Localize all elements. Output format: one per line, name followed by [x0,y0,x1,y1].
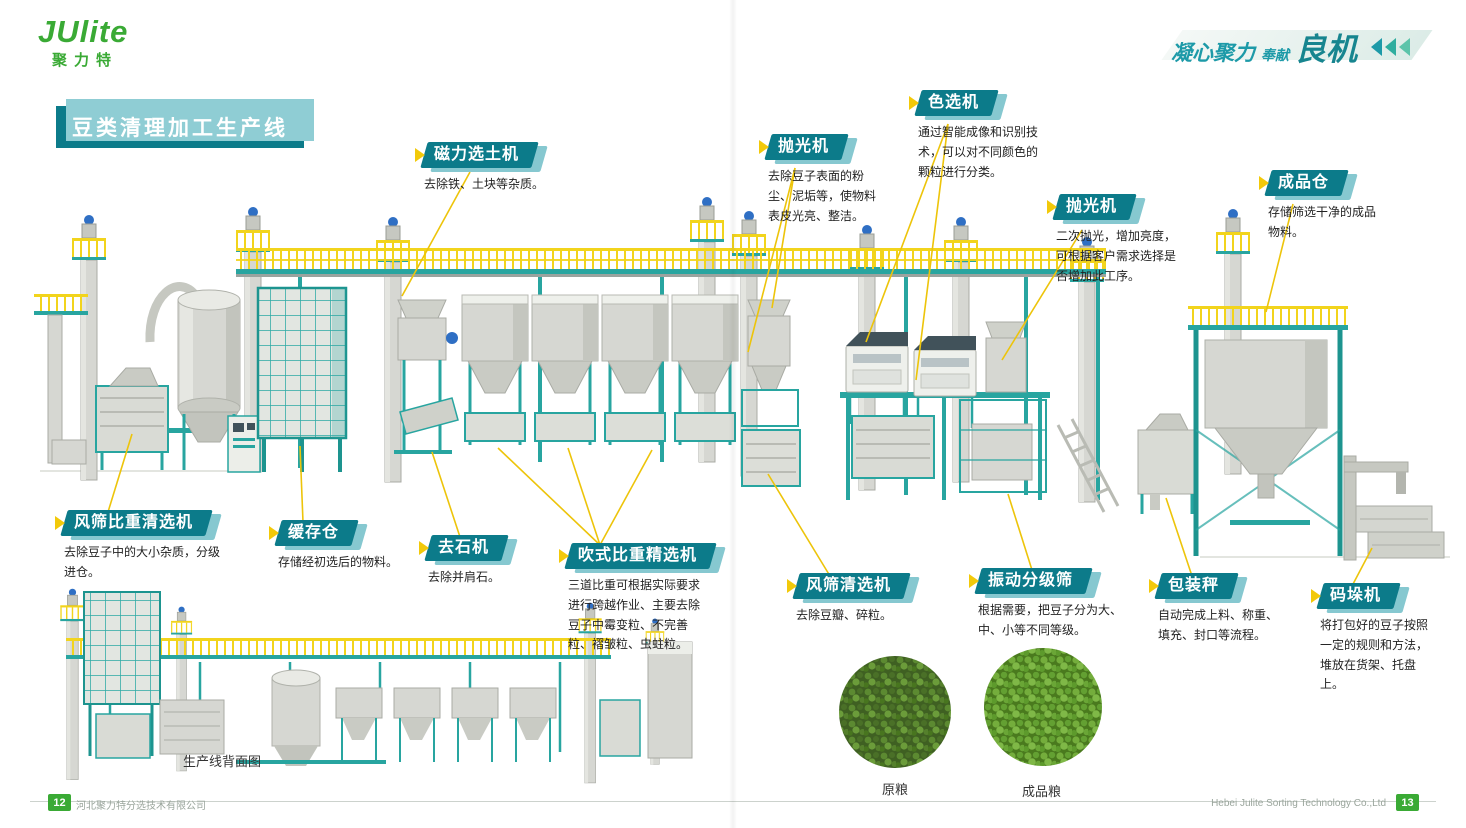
banner-arrow-icon [909,96,919,110]
callout-title: 缓存仓 [288,524,340,541]
callout-banner: 抛光机 [759,134,845,160]
callout-banner: 磁力选土机 [415,142,535,168]
page-number-left: 12 [48,794,71,811]
slogan-part1: 凝心聚力 [1171,42,1255,65]
back-view-caption: 生产线背面图 [183,754,262,769]
callout-desc: 三道比重可根据实际要求进行跨越作业、主要去除豆子中霉变粒、不完善粒、褶皱粒、虫蛀… [568,578,701,652]
callout-title: 包装秤 [1168,577,1220,594]
banner-arrow-icon [1149,579,1159,593]
banner-arrow-icon [787,579,797,593]
callout-title: 吹式比重精选机 [578,547,698,564]
callout-color-sorter: 色选机 通过智能成像和识别技术，可以对不同颜色的颗粒进行分类。 [909,90,1046,182]
back-view-illustration [59,588,693,784]
callout-desc: 自动完成上料、称重、填充、封口等流程。 [1158,608,1279,642]
callout-desc: 通过智能成像和识别技术，可以对不同颜色的颗粒进行分类。 [918,125,1039,179]
callout-title: 码垛机 [1330,587,1382,604]
callout-banner: 抛光机 [1047,194,1133,220]
callout-banner: 去石机 [419,535,505,561]
logo-chinese-name: 聚力特 [52,52,119,69]
callout-title: 磁力选土机 [434,146,520,163]
callout-title: 振动分级筛 [988,572,1074,589]
callout-blow-gravity-selector: 吹式比重精选机 三道比重可根据实际要求进行跨越作业、主要去除豆子中霉变粒、不完善… [559,543,708,655]
finished-grain-photo [984,648,1102,766]
callout-desc: 去除豆子中的大小杂质，分级进仓。 [64,545,221,579]
triple-chevron-left-icon [1371,37,1410,56]
banner-arrow-icon [759,140,769,154]
page-title-text: 豆类清理加工生产线 [72,117,288,140]
callout-magnetic-separator: 磁力选土机 去除铁、土块等杂质。 [415,142,574,195]
footer-company-en: Hebei Julite Sorting Technology Co.,Ltd [1211,798,1386,809]
julite-logo: JUlite 聚力特 [38,16,128,70]
callout-banner: 包装秤 [1149,573,1235,599]
callout-title: 去石机 [438,539,490,556]
banner-arrow-icon [559,549,569,563]
callout-title: 抛光机 [778,138,830,155]
slogan-part3: 良机 [1295,32,1357,67]
logo-wordmark: JUlite [38,14,129,49]
footer-company-cn: 河北聚力特分选技术有限公司 [76,801,206,812]
banner-arrow-icon [969,574,979,588]
page-title: 豆类清理加工生产线 [56,99,314,148]
banner-arrow-icon [55,516,65,530]
callout-polisher-2: 抛光机 二次抛光，增加亮度，可根据客户需求选择是否增加此工序。 [1047,194,1184,286]
callout-desc: 将打包好的豆子按照一定的规则和方法，堆放在货架、托盘上。 [1320,618,1429,692]
callout-banner: 成品仓 [1259,170,1345,196]
slogan-part2: 奉献 [1261,47,1289,63]
callout-desc: 去除铁、土块等杂质。 [424,177,545,191]
callout-air-screen-gravity-cleaner: 风筛比重清选机 去除豆子中的大小杂质，分级进仓。 [55,510,222,583]
banner-arrow-icon [1311,589,1321,603]
callout-banner: 风筛清选机 [787,573,907,599]
callout-desc: 存储筛选干净的成品物料。 [1268,205,1377,239]
banner-arrow-icon [419,541,429,555]
callout-banner: 码垛机 [1311,583,1397,609]
raw-grain-photo [839,656,951,768]
callout-banner: 风筛比重清选机 [55,510,209,536]
callout-title: 风筛比重清选机 [74,514,194,531]
brand-slogan: 凝心聚力 奉献 良机 [1171,24,1410,69]
callout-banner: 吹式比重精选机 [559,543,713,569]
callout-title: 成品仓 [1278,174,1330,191]
callout-title: 风筛清选机 [806,577,892,594]
callout-packing-scale: 包装秤 自动完成上料、称重、填充、封口等流程。 [1149,573,1282,646]
callout-banner: 色选机 [909,90,995,116]
callout-buffer-bin: 缓存仓 存储经初选后的物料。 [269,520,438,573]
callout-title: 色选机 [928,94,980,111]
callout-banner: 缓存仓 [269,520,355,546]
finished-grain-label: 成品粮 [1022,784,1062,799]
callout-banner: 振动分级筛 [969,568,1089,594]
raw-grain-label: 原粮 [882,782,909,797]
callout-title: 抛光机 [1066,198,1118,215]
banner-arrow-icon [1259,176,1269,190]
callout-air-screen-cleaner: 风筛清选机 去除豆瓣、碎粒。 [787,573,946,626]
callout-palletizer: 码垛机 将打包好的豆子按照一定的规则和方法，堆放在货架、托盘上。 [1311,583,1438,695]
callout-desc: 二次抛光，增加亮度，可根据客户需求选择是否增加此工序。 [1056,229,1177,283]
banner-arrow-icon [1047,200,1057,214]
callout-desc: 去除豆子表面的粉尘、泥垢等，使物料表皮光亮、整洁。 [768,169,877,223]
callout-desc: 去除并肩石。 [428,570,501,584]
page-number-right: 13 [1396,794,1419,811]
callout-vibrating-grader: 振动分级筛 根据需要，把豆子分为大、中、小等不同等级。 [969,568,1130,641]
callout-finished-bin: 成品仓 存储筛选干净的成品物料。 [1259,170,1380,243]
callout-polisher-1: 抛光机 去除豆子表面的粉尘、泥垢等，使物料表皮光亮、整洁。 [759,134,884,226]
callout-destoner: 去石机 去除并肩石。 [419,535,568,588]
callout-desc: 存储经初选后的物料。 [278,555,399,569]
callout-desc: 根据需要，把豆子分为大、中、小等不同等级。 [978,603,1123,637]
callout-leader-lines [107,123,1373,587]
footer-divider [30,801,1436,802]
banner-arrow-icon [269,526,279,540]
callout-desc: 去除豆瓣、碎粒。 [796,608,893,622]
banner-arrow-icon [415,148,425,162]
